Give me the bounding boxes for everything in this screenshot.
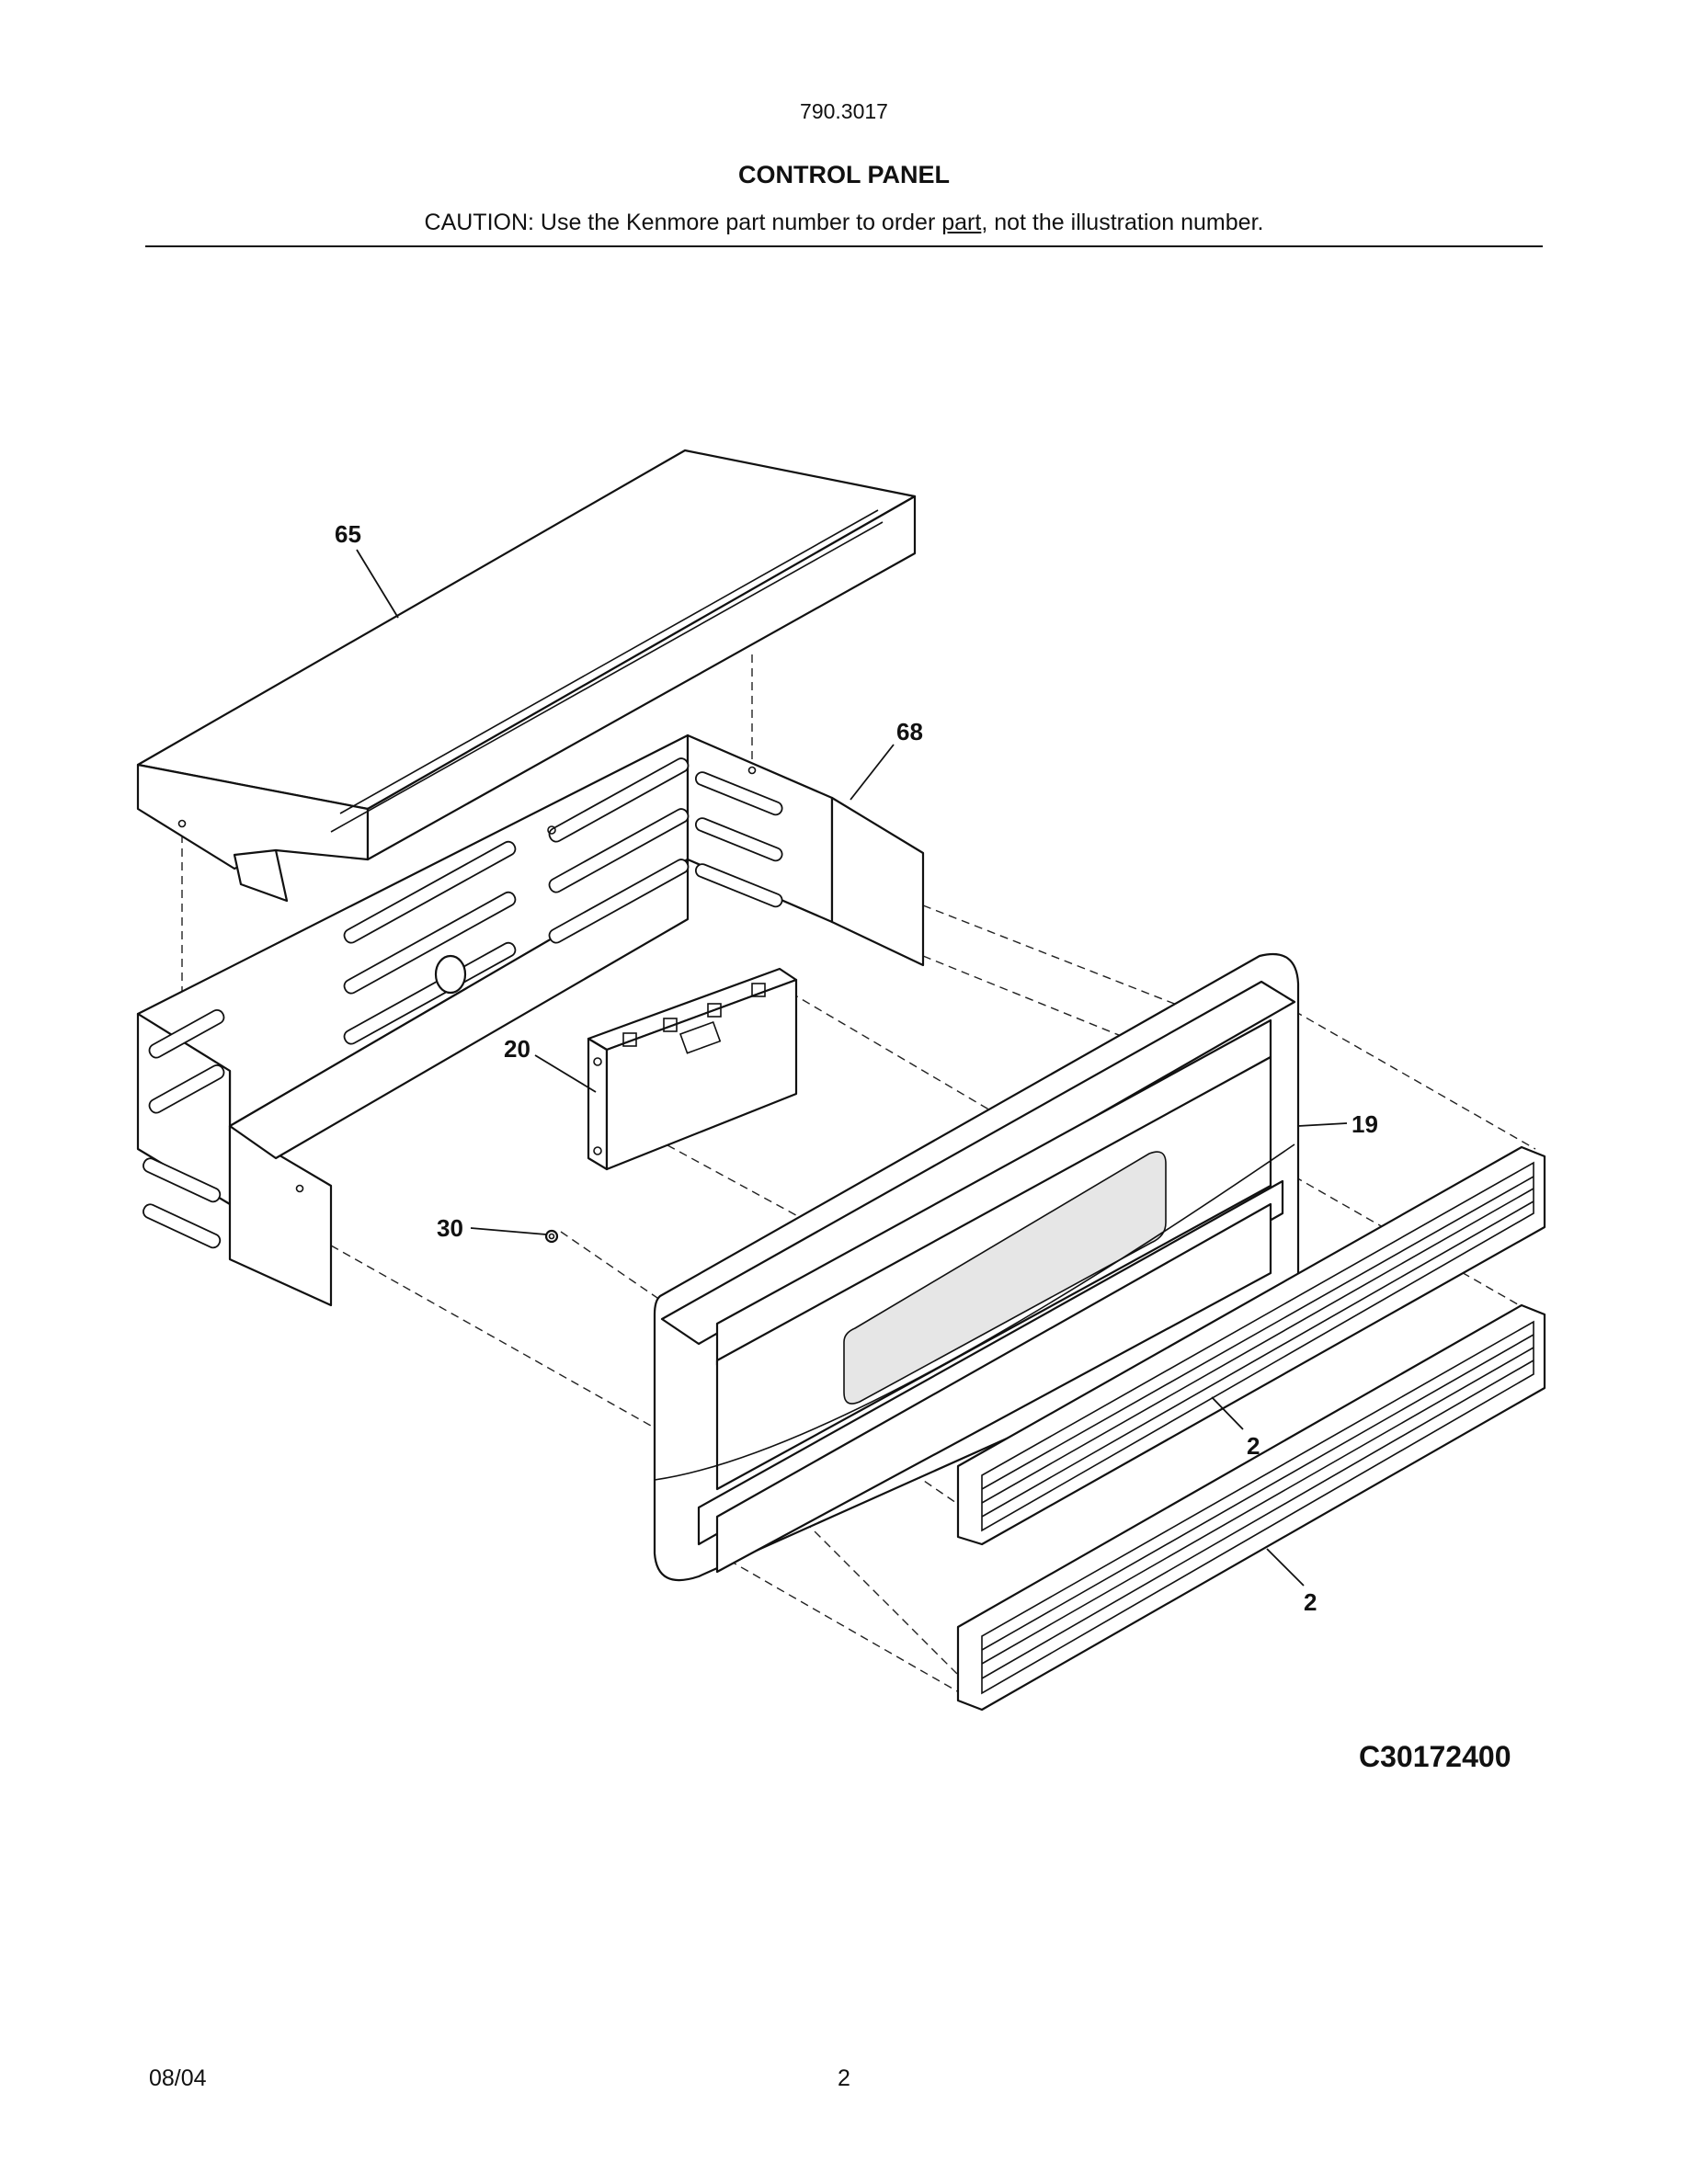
caution-prefix: CAUTION: Use the Kenmore part number to … (424, 210, 942, 235)
caution-underlined-word: part (941, 210, 982, 235)
callout-65: 65 (335, 520, 361, 548)
part-68-control-panel-bracket (136, 734, 925, 1307)
page-title: CONTROL PANEL (737, 161, 950, 188)
callout-30: 30 (437, 1214, 463, 1242)
part-19-control-panel-bezel (653, 952, 1300, 1582)
callout-20: 20 (504, 1035, 530, 1063)
page-number: 2 (838, 2065, 850, 2091)
caution-suffix: , not the illustration number. (981, 210, 1264, 235)
callout-leader-lines (356, 549, 1348, 1587)
part-65-top-cover (136, 449, 917, 903)
part-30-screw (544, 1229, 559, 1244)
callout-2-upper: 2 (1247, 1432, 1260, 1460)
revision-date: 08/04 (149, 2065, 207, 2091)
part-20-electronic-control (587, 967, 798, 1171)
illustration-code: C30172400 (1359, 1740, 1511, 1773)
part-2-vent-grille-lower (956, 1303, 1546, 1712)
callout-2-lower: 2 (1304, 1588, 1317, 1616)
part-2-vent-grille-upper (956, 1145, 1546, 1546)
model-number: 790.3017 (800, 99, 888, 123)
callout-19: 19 (1352, 1110, 1378, 1138)
caution-note: CAUTION: Use the Kenmore part number to … (0, 210, 1688, 236)
header-rule (145, 245, 1543, 247)
callout-68: 68 (896, 718, 923, 745)
